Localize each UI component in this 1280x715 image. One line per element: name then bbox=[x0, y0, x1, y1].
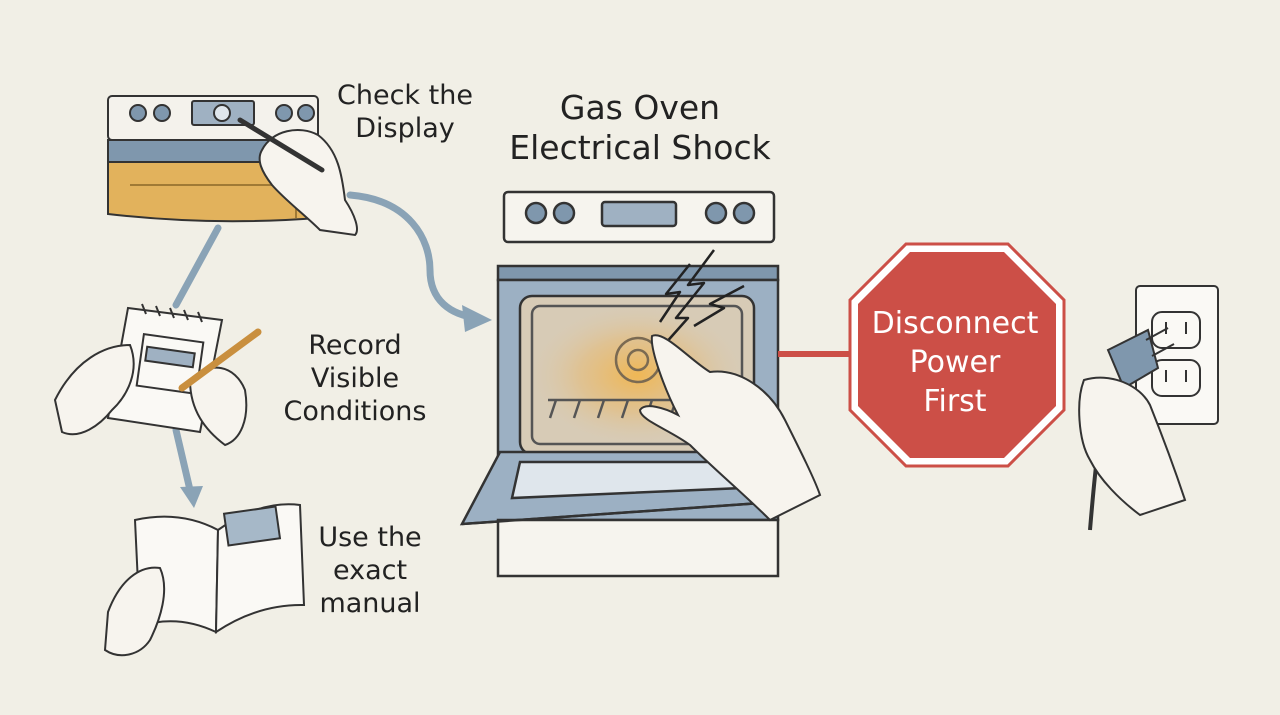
stop-sign-text: Disconnect Power First bbox=[852, 304, 1058, 421]
arrow-notepad-to-manual bbox=[172, 426, 194, 494]
step2-line-1: Record bbox=[308, 330, 402, 361]
arrow-display-to-oven bbox=[346, 191, 482, 322]
flow-arrows bbox=[172, 191, 482, 494]
lightning-bolt-icon bbox=[658, 249, 745, 346]
step2-line-3: Conditions bbox=[283, 395, 427, 427]
stop-line-2: Power bbox=[909, 345, 1001, 380]
arrowhead-manual bbox=[180, 486, 203, 508]
oven-icon bbox=[459, 190, 780, 578]
hand-icon bbox=[103, 566, 166, 657]
step2-line-2: Visible bbox=[310, 362, 400, 394]
hand-icon bbox=[237, 117, 358, 237]
stop-line-1: Disconnect bbox=[871, 306, 1039, 341]
hand-icon bbox=[53, 343, 248, 447]
arrowhead-oven bbox=[462, 305, 492, 332]
stop-line-3: First bbox=[923, 384, 987, 419]
title-line-2: Electrical Shock bbox=[509, 127, 771, 167]
step-use-manual-label: Use the exact manual bbox=[290, 522, 450, 621]
step3-line-1: Use the bbox=[318, 522, 422, 553]
stop-sign-icon bbox=[848, 242, 1066, 468]
arrow-display-to-notepad bbox=[172, 224, 222, 309]
hand-icon bbox=[1078, 376, 1187, 517]
step1-line-1: Check the bbox=[337, 80, 473, 111]
title-line-1: Gas Oven bbox=[559, 88, 721, 127]
oven-control-panel-icon bbox=[107, 95, 319, 223]
step-record-conditions-label: Record Visible Conditions bbox=[250, 330, 460, 429]
wall-outlet-icon bbox=[1135, 285, 1219, 425]
step3-line-2: exact bbox=[332, 554, 408, 586]
step3-line-3: manual bbox=[319, 587, 421, 619]
pencil-icon bbox=[178, 328, 262, 392]
step1-line-2: Display bbox=[355, 112, 455, 144]
hand-icon bbox=[638, 334, 822, 522]
diagram-title: Gas Oven Electrical Shock bbox=[490, 88, 790, 167]
step-check-display-label: Check the Display bbox=[320, 80, 490, 146]
